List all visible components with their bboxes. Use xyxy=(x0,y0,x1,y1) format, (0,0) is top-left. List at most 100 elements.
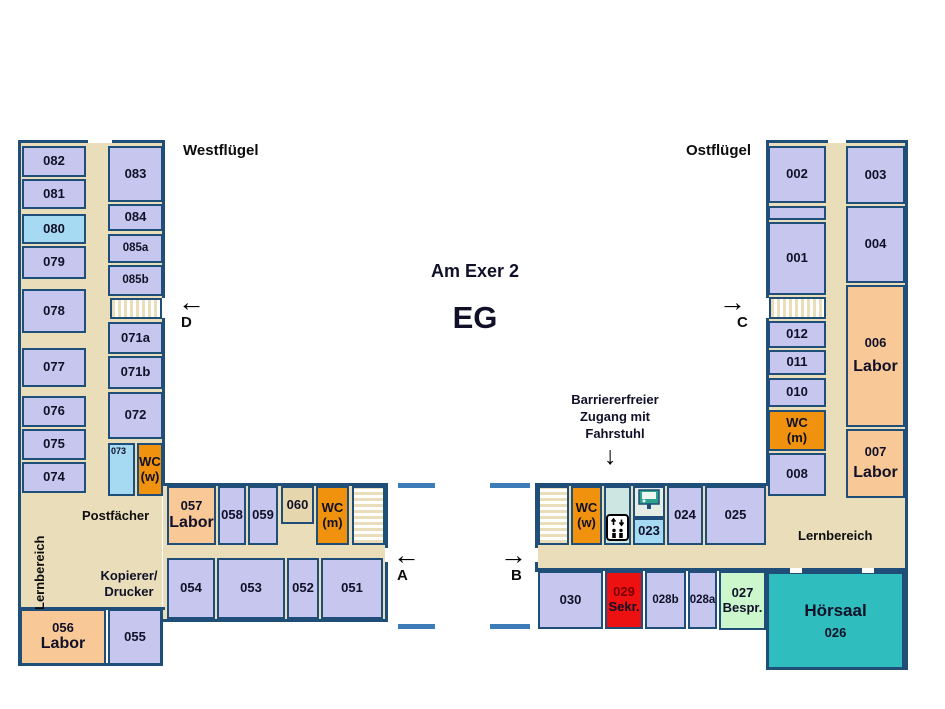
room-012: 012 xyxy=(768,321,826,348)
accessibility-note-line2: Zugang mit xyxy=(579,408,651,424)
room-006: 006 Labor xyxy=(846,285,905,427)
room-085a: 085a xyxy=(108,234,163,263)
arrow-b-icon: → xyxy=(500,540,527,570)
page-title: Am Exer 2 xyxy=(430,261,520,281)
wc-m-suffix: (m) xyxy=(322,514,343,530)
room-077: 077 xyxy=(22,348,86,387)
kopierer-line1: Kopierer/ xyxy=(100,568,158,583)
west-wing-label: Westflügel xyxy=(183,142,259,159)
room-029-number: 029 xyxy=(613,584,635,600)
arrow-c-icon: → xyxy=(719,287,746,317)
room-078: 078 xyxy=(22,289,86,333)
room-080: 080 xyxy=(22,214,86,244)
wc-label: WC xyxy=(786,414,808,430)
room-026-name: Hörsaal xyxy=(804,600,867,620)
room-029: 029 Sekr. xyxy=(605,571,643,629)
room-071a: 071a xyxy=(108,322,163,354)
door-gap xyxy=(862,568,874,573)
room-057: 057 Labor xyxy=(167,486,216,545)
entrance-c-label: C xyxy=(737,314,748,331)
room-075: 075 xyxy=(22,429,86,460)
room-054: 054 xyxy=(167,558,215,619)
room-083: 083 xyxy=(108,146,163,202)
elevator-icon xyxy=(606,514,629,541)
accessibility-note-line3: Fahrstuhl xyxy=(585,425,645,441)
stairs-c xyxy=(769,297,826,319)
room-unlabeled xyxy=(768,206,826,220)
dashed-wall xyxy=(398,624,435,629)
dashed-wall xyxy=(490,624,530,629)
room-wc-m-west: WC (m) xyxy=(316,486,349,545)
room-076: 076 xyxy=(22,396,86,427)
room-027-name: Bespr. xyxy=(722,599,763,615)
room-052: 052 xyxy=(287,558,319,619)
dashed-wall xyxy=(490,483,530,488)
wall-segment xyxy=(905,140,908,670)
stairs-b xyxy=(538,486,569,545)
wc-label: WC xyxy=(575,499,598,515)
accessibility-note-line1: Barriererfreier xyxy=(571,392,659,407)
room-081: 081 xyxy=(22,179,86,209)
room-051: 051 xyxy=(321,558,383,619)
room-006-number: 006 xyxy=(864,334,887,350)
room-056: 056 Labor xyxy=(20,609,106,665)
wall-segment xyxy=(385,483,388,548)
room-007-name: Labor xyxy=(853,463,898,481)
room-059: 059 xyxy=(248,486,278,545)
room-010: 010 xyxy=(768,378,826,407)
wall-segment xyxy=(162,143,165,298)
kopierer-line2: Drucker xyxy=(104,584,154,600)
wall-segment xyxy=(535,562,538,572)
room-071b: 071b xyxy=(108,356,163,389)
room-wc-m-east: WC (m) xyxy=(768,410,826,451)
wall-segment xyxy=(385,562,388,622)
entrance-a-label: A xyxy=(397,567,408,584)
wall-segment xyxy=(766,140,828,143)
arrow-d-icon: ← xyxy=(178,287,205,317)
room-025: 025 xyxy=(705,486,766,545)
wall-segment xyxy=(162,318,165,483)
room-004: 004 xyxy=(846,206,905,283)
room-023: 023 xyxy=(633,518,665,545)
kopierer-drucker-label: Kopierer/ Drucker xyxy=(95,568,163,601)
wall-segment xyxy=(535,568,908,571)
wall-segment xyxy=(766,143,769,298)
room-073: 073 xyxy=(108,443,135,496)
wc-label: WC xyxy=(321,499,344,515)
wall-segment xyxy=(18,607,165,610)
arrow-a-icon: ← xyxy=(393,540,420,570)
east-wing-label: Ostflügel xyxy=(686,142,752,159)
stairs-d xyxy=(110,298,162,319)
postfaecher-label: Postfächer xyxy=(82,508,150,523)
room-079: 079 xyxy=(22,246,86,279)
wall-segment xyxy=(535,483,538,548)
accessibility-note: Barriererfreier Zugang mit Fahrstuhl xyxy=(545,390,685,445)
room-027-number: 027 xyxy=(731,584,754,600)
room-056-number: 056 xyxy=(52,619,74,635)
wc-w-suffix: (w) xyxy=(140,468,160,484)
room-028b: 028b xyxy=(645,571,686,629)
room-001: 001 xyxy=(768,222,826,295)
door-gap xyxy=(790,568,802,573)
room-030: 030 xyxy=(538,571,603,629)
wall-segment xyxy=(112,140,165,143)
room-wc-w-east: WC (w) xyxy=(571,486,602,545)
wc-w-suffix: (w) xyxy=(577,514,596,530)
wall-segment xyxy=(535,483,769,486)
room-029-name: Sekr. xyxy=(608,599,640,614)
lernbereich-west-label: Lernbereich xyxy=(32,535,47,610)
down-arrow-icon: ↓ xyxy=(604,442,617,470)
room-060: 060 xyxy=(281,486,314,524)
room-026-hoersaal: Hörsaal 026 xyxy=(766,571,905,670)
stairs-a xyxy=(352,486,385,545)
room-024: 024 xyxy=(667,486,703,545)
room-058: 058 xyxy=(218,486,246,545)
info-board-room xyxy=(633,486,665,518)
room-026-number: 026 xyxy=(824,624,847,640)
room-085b: 085b xyxy=(108,265,163,296)
wall-segment xyxy=(18,140,21,666)
room-011: 011 xyxy=(768,350,826,375)
entrance-b-label: B xyxy=(511,567,522,584)
room-wc-w-west: WC (w) xyxy=(137,443,163,496)
